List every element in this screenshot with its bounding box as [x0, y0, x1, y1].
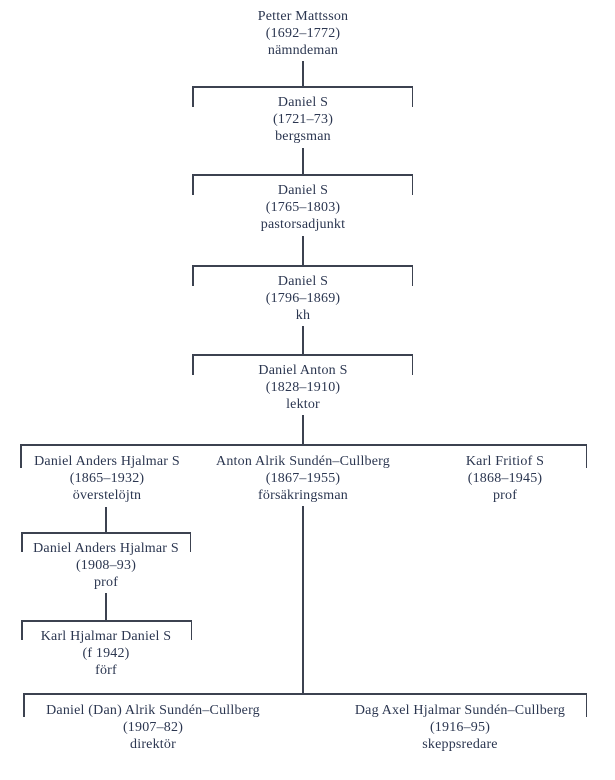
person-node-daniel-anton-s: Daniel Anton S (1828–1910) lektor: [173, 362, 433, 413]
person-name: Daniel Anders Hjalmar S: [33, 541, 179, 556]
person-name: Karl Hjalmar Daniel S: [40, 629, 172, 644]
connector-stem-gen7: [105, 593, 107, 620]
person-dates: (1765–1803): [265, 200, 341, 215]
person-node-daniel-s-1765: Daniel S (1765–1803) pastorsadjunkt: [173, 182, 433, 233]
connector-tick-gen2-right: [411, 86, 413, 107]
person-occupation: kh: [295, 308, 311, 323]
person-occupation: överstelöjtn: [72, 488, 142, 503]
connector-tick-gen5-left: [192, 354, 194, 375]
connector-tick-gen4-right: [411, 265, 413, 286]
connector-tick-gen8-right: [190, 620, 192, 640]
person-node-daniel-anders-hjalmar-s-1908: Daniel Anders Hjalmar S (1908–93) prof: [1, 540, 211, 591]
person-name: Daniel S: [277, 274, 329, 289]
person-occupation: skeppsredare: [422, 737, 498, 752]
person-dates: (1721–73): [272, 112, 334, 127]
person-dates: (1867–1955): [265, 471, 341, 486]
person-name: Daniel S: [277, 95, 329, 110]
person-name: Petter Mattsson: [257, 9, 349, 24]
connector-stem-gen1: [302, 61, 304, 86]
person-dates: (1908–93): [75, 558, 137, 573]
person-occupation: nämndeman: [267, 43, 339, 58]
person-name: Anton Alrik Sundén–Cullberg: [216, 454, 390, 469]
person-name: Daniel Anders Hjalmar S: [34, 454, 180, 469]
person-node-daniel-dan-alrik-sunden-cullberg: Daniel (Dan) Alrik Sundén–Cullberg (1907…: [3, 702, 303, 753]
person-node-karl-hjalmar-daniel-s: Karl Hjalmar Daniel S (f 1942) förf: [1, 628, 211, 679]
person-occupation: försäkringsman: [258, 488, 348, 503]
person-node-karl-fritiof-s: Karl Fritiof S (1868–1945) prof: [415, 453, 595, 504]
connector-tick-gen8-left: [21, 620, 23, 640]
person-dates: (1828–1910): [265, 380, 341, 395]
person-name: Dag Axel Hjalmar Sundén–Cullberg: [354, 703, 566, 718]
connector-bracket-gen6: [20, 444, 587, 446]
connector-tick-gen3-left: [192, 174, 194, 195]
connector-tick-gen6-left: [20, 444, 22, 468]
connector-bracket-bottom: [23, 693, 587, 695]
person-node-daniel-s-1721: Daniel S (1721–73) bergsman: [173, 94, 433, 145]
person-occupation: prof: [93, 575, 119, 590]
person-occupation: pastorsadjunkt: [260, 217, 346, 232]
connector-bracket-gen3: [192, 174, 413, 176]
connector-bracket-gen7: [21, 532, 191, 534]
person-occupation: förf: [95, 663, 117, 678]
connector-tick-gen7-left: [21, 532, 23, 552]
person-dates: (1907–82): [122, 720, 184, 735]
connector-stem-gen3: [302, 236, 304, 265]
connector-stem-gen5: [302, 415, 304, 444]
person-dates: (1692–1772): [265, 26, 341, 41]
connector-bracket-gen4: [192, 265, 413, 267]
person-dates: (1796–1869): [265, 291, 341, 306]
connector-stem-gen2: [302, 148, 304, 174]
person-name: Daniel Anton S: [258, 363, 348, 378]
person-name: Daniel (Dan) Alrik Sundén–Cullberg: [46, 703, 260, 718]
connector-tick-gen7-right: [189, 532, 191, 552]
person-dates: (1868–1945): [467, 471, 543, 486]
connector-tick-gen2-left: [192, 86, 194, 107]
connector-tick-bottom-right: [585, 693, 587, 717]
connector-stem-anton-alrik: [302, 506, 304, 693]
person-occupation: bergsman: [275, 129, 331, 144]
person-node-dag-axel-hjalmar-sunden-cullberg: Dag Axel Hjalmar Sundén–Cullberg (1916–9…: [310, 702, 610, 753]
connector-stem-gen6-left: [105, 507, 107, 532]
person-dates: (f 1942): [82, 646, 130, 661]
connector-stem-gen4: [302, 326, 304, 354]
person-node-petter-mattsson: Petter Mattsson (1692–1772) nämndeman: [173, 8, 433, 59]
person-dates: (1865–1932): [69, 471, 145, 486]
connector-bracket-gen2: [192, 86, 413, 88]
person-node-daniel-s-1796: Daniel S (1796–1869) kh: [173, 273, 433, 324]
person-node-anton-alrik-sunden-cullberg: Anton Alrik Sundén–Cullberg (1867–1955) …: [178, 453, 428, 504]
connector-tick-gen5-right: [411, 354, 413, 375]
connector-tick-gen3-right: [411, 174, 413, 195]
person-occupation: lektor: [286, 397, 320, 412]
person-occupation: direktör: [130, 737, 176, 752]
person-name: Daniel S: [277, 183, 329, 198]
connector-tick-gen4-left: [192, 265, 194, 286]
person-dates: (1916–95): [429, 720, 491, 735]
connector-bracket-gen8: [21, 620, 192, 622]
person-occupation: prof: [492, 488, 518, 503]
connector-bracket-gen5: [192, 354, 413, 356]
connector-tick-gen6-right: [585, 444, 587, 468]
person-node-daniel-anders-hjalmar-s-1865: Daniel Anders Hjalmar S (1865–1932) över…: [2, 453, 212, 504]
person-name: Karl Fritiof S: [465, 454, 545, 469]
connector-tick-bottom-left: [23, 693, 25, 717]
